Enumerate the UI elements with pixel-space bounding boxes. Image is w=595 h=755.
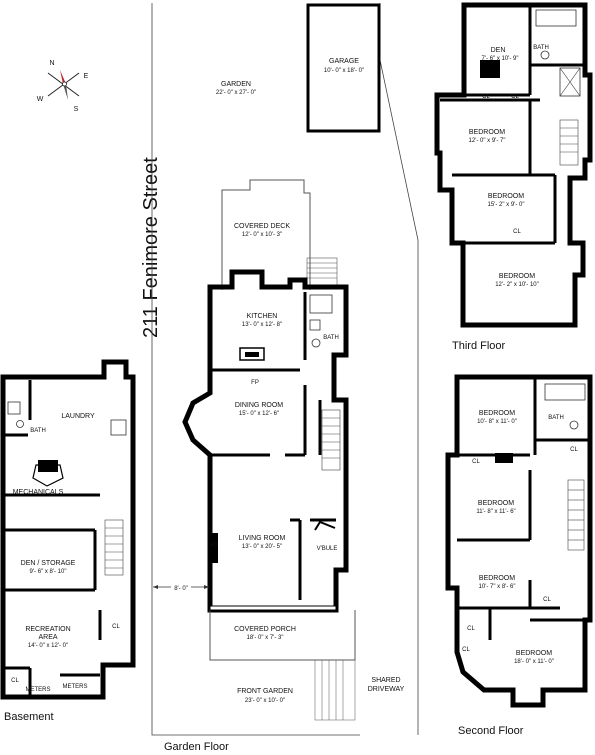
den-storage-label: DEN / STORAGE (21, 560, 76, 567)
third-den-label: DEN (491, 47, 506, 54)
shared-driveway-line2: DRIVEWAY (368, 686, 405, 693)
dining-room-dim: 15'- 0" x 12'- 6" (239, 411, 279, 417)
fp-kitchen-label: FP (251, 380, 259, 386)
third-floor-plan (434, 2, 593, 328)
second-bedroom-2-label: BEDROOM (478, 500, 514, 507)
recreation-line1: RECREATION (25, 626, 70, 633)
basement-plan (0, 359, 136, 700)
second-floor-title: Second Floor (458, 725, 524, 737)
basement-meters-2: METERS (62, 684, 87, 690)
third-floor-title: Third Floor (452, 340, 506, 352)
mechanicals-label: MECHANICALS (13, 489, 64, 496)
kitchen-label: KITCHEN (247, 313, 278, 320)
second-bath-label: BATH (548, 415, 564, 421)
third-bedroom-3-label: BEDROOM (499, 273, 535, 280)
compass-s: S (74, 106, 79, 113)
street-name: 211 Fenimore Street (140, 157, 162, 338)
third-bath-label: BATH (533, 45, 549, 51)
second-floor-plan (445, 374, 593, 708)
third-den-dim: 7'- 6" x 10'- 9" (482, 56, 519, 62)
third-bedroom-2-dim: 15'- 2" x 9'- 0" (488, 202, 525, 208)
third-cl-2: CL (511, 94, 519, 100)
second-cl-4: CL (467, 626, 475, 632)
covered-deck-label: COVERED DECK (234, 223, 290, 230)
covered-porch-dim: 18'- 0" x 7'- 3" (247, 635, 284, 641)
third-bedroom-2-label: BEDROOM (488, 193, 524, 200)
recreation-dim: 14'- 0" x 12'- 0" (28, 643, 68, 649)
garage-outline (306, 3, 381, 133)
third-cl-3: CL (513, 229, 521, 235)
shared-driveway-line1: SHARED (371, 677, 400, 684)
garden-floor-plan (151, 3, 419, 736)
laundry-label: LAUNDRY (61, 413, 95, 420)
basement-cl-2: CL (11, 678, 19, 684)
north-arrow-icon (60, 70, 66, 84)
second-bedroom-1-dim: 10'- 8" x 11'- 0" (477, 419, 517, 425)
basement-title: Basement (4, 711, 54, 723)
garden-label: GARDEN (221, 81, 251, 88)
living-room-label: LIVING ROOM (239, 535, 286, 542)
compass-w: W (37, 96, 44, 103)
basement-walls (0, 359, 136, 700)
garden-floor-title: Garden Floor (164, 741, 229, 753)
lot-line (151, 3, 360, 736)
covered-deck-outline (221, 179, 311, 290)
front-garden-dim: 23'- 0" x 10'- 0" (245, 698, 285, 704)
garden-dim: 22'- 0" x 27'- 0" (216, 90, 256, 96)
second-bedroom-2-dim: 11'- 8" x 11'- 6" (476, 509, 515, 515)
third-bedroom-1-label: BEDROOM (469, 129, 505, 136)
compass-n: N (49, 60, 54, 67)
vestibule-label: V'BULE (317, 546, 338, 552)
third-cl-1: CL (482, 94, 490, 100)
width-dimension: 8'- 0" (174, 586, 188, 592)
covered-deck-dim: 12'- 0" x 10'- 3" (242, 232, 282, 238)
second-cl-5: CL (462, 647, 470, 653)
third-bedroom-3-dim: 12'- 2" x 10'- 10" (495, 282, 539, 288)
den-storage-dim: 9'- 6" x 8'- 10" (30, 569, 67, 575)
basement-meters-1: METERS (25, 687, 50, 693)
living-room-dim: 13'- 0" x 20'- 5" (242, 544, 282, 550)
compass-rose: N E S W (37, 60, 89, 113)
second-cl-3: CL (543, 597, 551, 603)
garden-bath-label: BATH (323, 335, 339, 341)
second-bedroom-1-label: BEDROOM (479, 410, 515, 417)
second-bedroom-3-dim: 10'- 7" x 8'- 6" (479, 584, 516, 590)
basement-cl-1: CL (112, 624, 120, 630)
second-cl-2: CL (570, 447, 578, 453)
garage-dim: 10'- 0" x 18'- 0" (324, 68, 364, 74)
second-bedroom-4-dim: 18'- 0" x 11'- 0" (514, 659, 554, 665)
second-cl-1: CL (472, 459, 480, 465)
third-floor-walls (434, 2, 593, 328)
third-bedroom-1-dim: 12'- 0" x 9'- 7" (469, 138, 506, 144)
second-bedroom-3-label: BEDROOM (479, 575, 515, 582)
front-garden-label: FRONT GARDEN (237, 688, 293, 695)
kitchen-dim: 13'- 0" x 12'- 8" (242, 322, 282, 328)
dining-room-label: DINING ROOM (235, 402, 283, 409)
fp-living-label: FP (210, 543, 218, 549)
recreation-line2: AREA (38, 634, 57, 641)
covered-porch-label: COVERED PORCH (234, 626, 296, 633)
second-bedroom-4-label: BEDROOM (516, 650, 552, 657)
compass-e: E (84, 73, 89, 80)
basement-bath-label: BATH (30, 428, 46, 434)
garden-floor-walls (182, 269, 349, 613)
garage-label: GARAGE (329, 58, 359, 65)
